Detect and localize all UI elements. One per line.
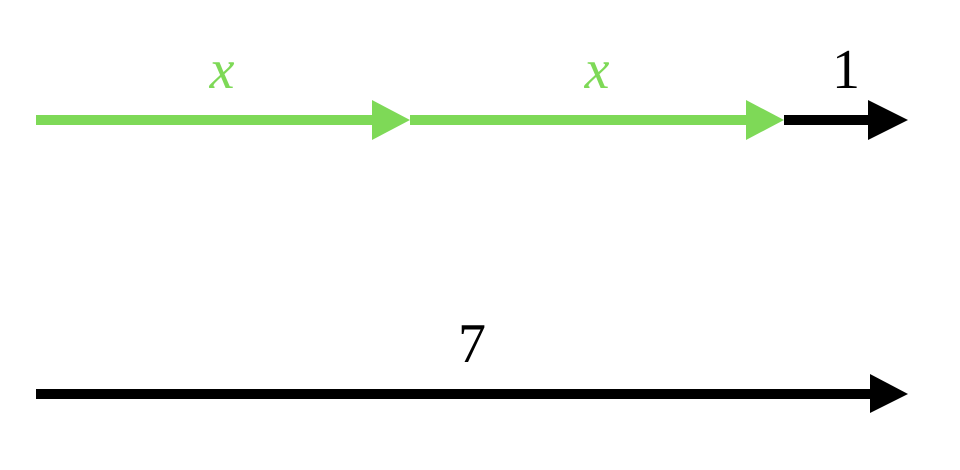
- segment-bar: [410, 115, 750, 125]
- arrow-head-icon: [868, 100, 908, 140]
- arrow-head-icon: [372, 100, 410, 140]
- segment-label: 1: [832, 39, 860, 101]
- arrow-head-icon: [870, 374, 908, 413]
- arrow-head-icon: [746, 100, 784, 140]
- segment-x-2: x: [410, 39, 784, 140]
- segment-7: 7: [36, 313, 908, 413]
- segment-bar: [784, 115, 874, 125]
- segment-1: 1: [784, 39, 908, 140]
- segment-bar: [36, 389, 876, 399]
- segment-x-1: x: [36, 39, 410, 140]
- segment-label: x: [584, 39, 610, 101]
- segment-label: x: [209, 39, 235, 101]
- segment-label: 7: [458, 313, 486, 375]
- top-row: x x 1: [36, 39, 908, 140]
- segment-bar: [36, 115, 376, 125]
- bottom-row: 7: [36, 313, 908, 413]
